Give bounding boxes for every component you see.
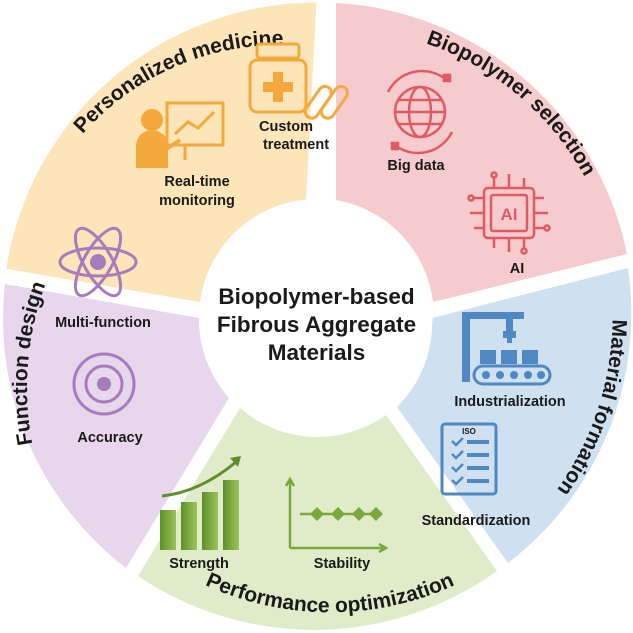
label-realtime-monitoring-line-2: monitoring bbox=[159, 193, 235, 209]
monitoring-person-icon bbox=[136, 101, 225, 168]
ai-chip-icon bbox=[467, 171, 551, 255]
segment-function-design bbox=[3, 284, 230, 568]
center-circle bbox=[200, 200, 433, 433]
iso-label-text: ISO bbox=[462, 427, 476, 436]
label-custom-treatment-line-1: Custom bbox=[259, 119, 313, 135]
stability-plot-icon bbox=[284, 476, 389, 554]
label-strength: Strength bbox=[169, 556, 229, 572]
segment-biopolymer-selection bbox=[336, 3, 627, 302]
label-realtime-monitoring-line-1: Real-time bbox=[164, 174, 229, 190]
medicine-bottle-icon bbox=[248, 42, 308, 114]
center-title-line-3: Materials bbox=[268, 340, 366, 365]
label-ai: AI bbox=[510, 261, 525, 277]
label-multi-function: Multi-function bbox=[55, 315, 151, 331]
target-icon bbox=[72, 352, 136, 416]
label-industrialization: Industrialization bbox=[454, 394, 565, 410]
label-standardization: Standardization bbox=[422, 513, 531, 529]
label-big-data: Big data bbox=[387, 158, 445, 174]
globe-icon bbox=[386, 69, 454, 155]
label-custom-treatment-line-2: treatment bbox=[263, 137, 329, 153]
iso-checklist-icon bbox=[440, 422, 498, 496]
label-stability: Stability bbox=[314, 556, 370, 572]
bar-growth-icon bbox=[160, 456, 241, 550]
ai-chip-text: AI bbox=[501, 205, 518, 224]
center-title-line-1: Biopolymer-based bbox=[218, 284, 414, 309]
atom-icon bbox=[58, 226, 138, 298]
capsule-pills-icon bbox=[303, 84, 350, 120]
center-title-line-2: Fibrous Aggregate bbox=[217, 312, 416, 337]
segment-material-formation bbox=[397, 268, 632, 563]
label-accuracy: Accuracy bbox=[77, 430, 142, 446]
industrial-conveyor-icon bbox=[462, 312, 552, 386]
